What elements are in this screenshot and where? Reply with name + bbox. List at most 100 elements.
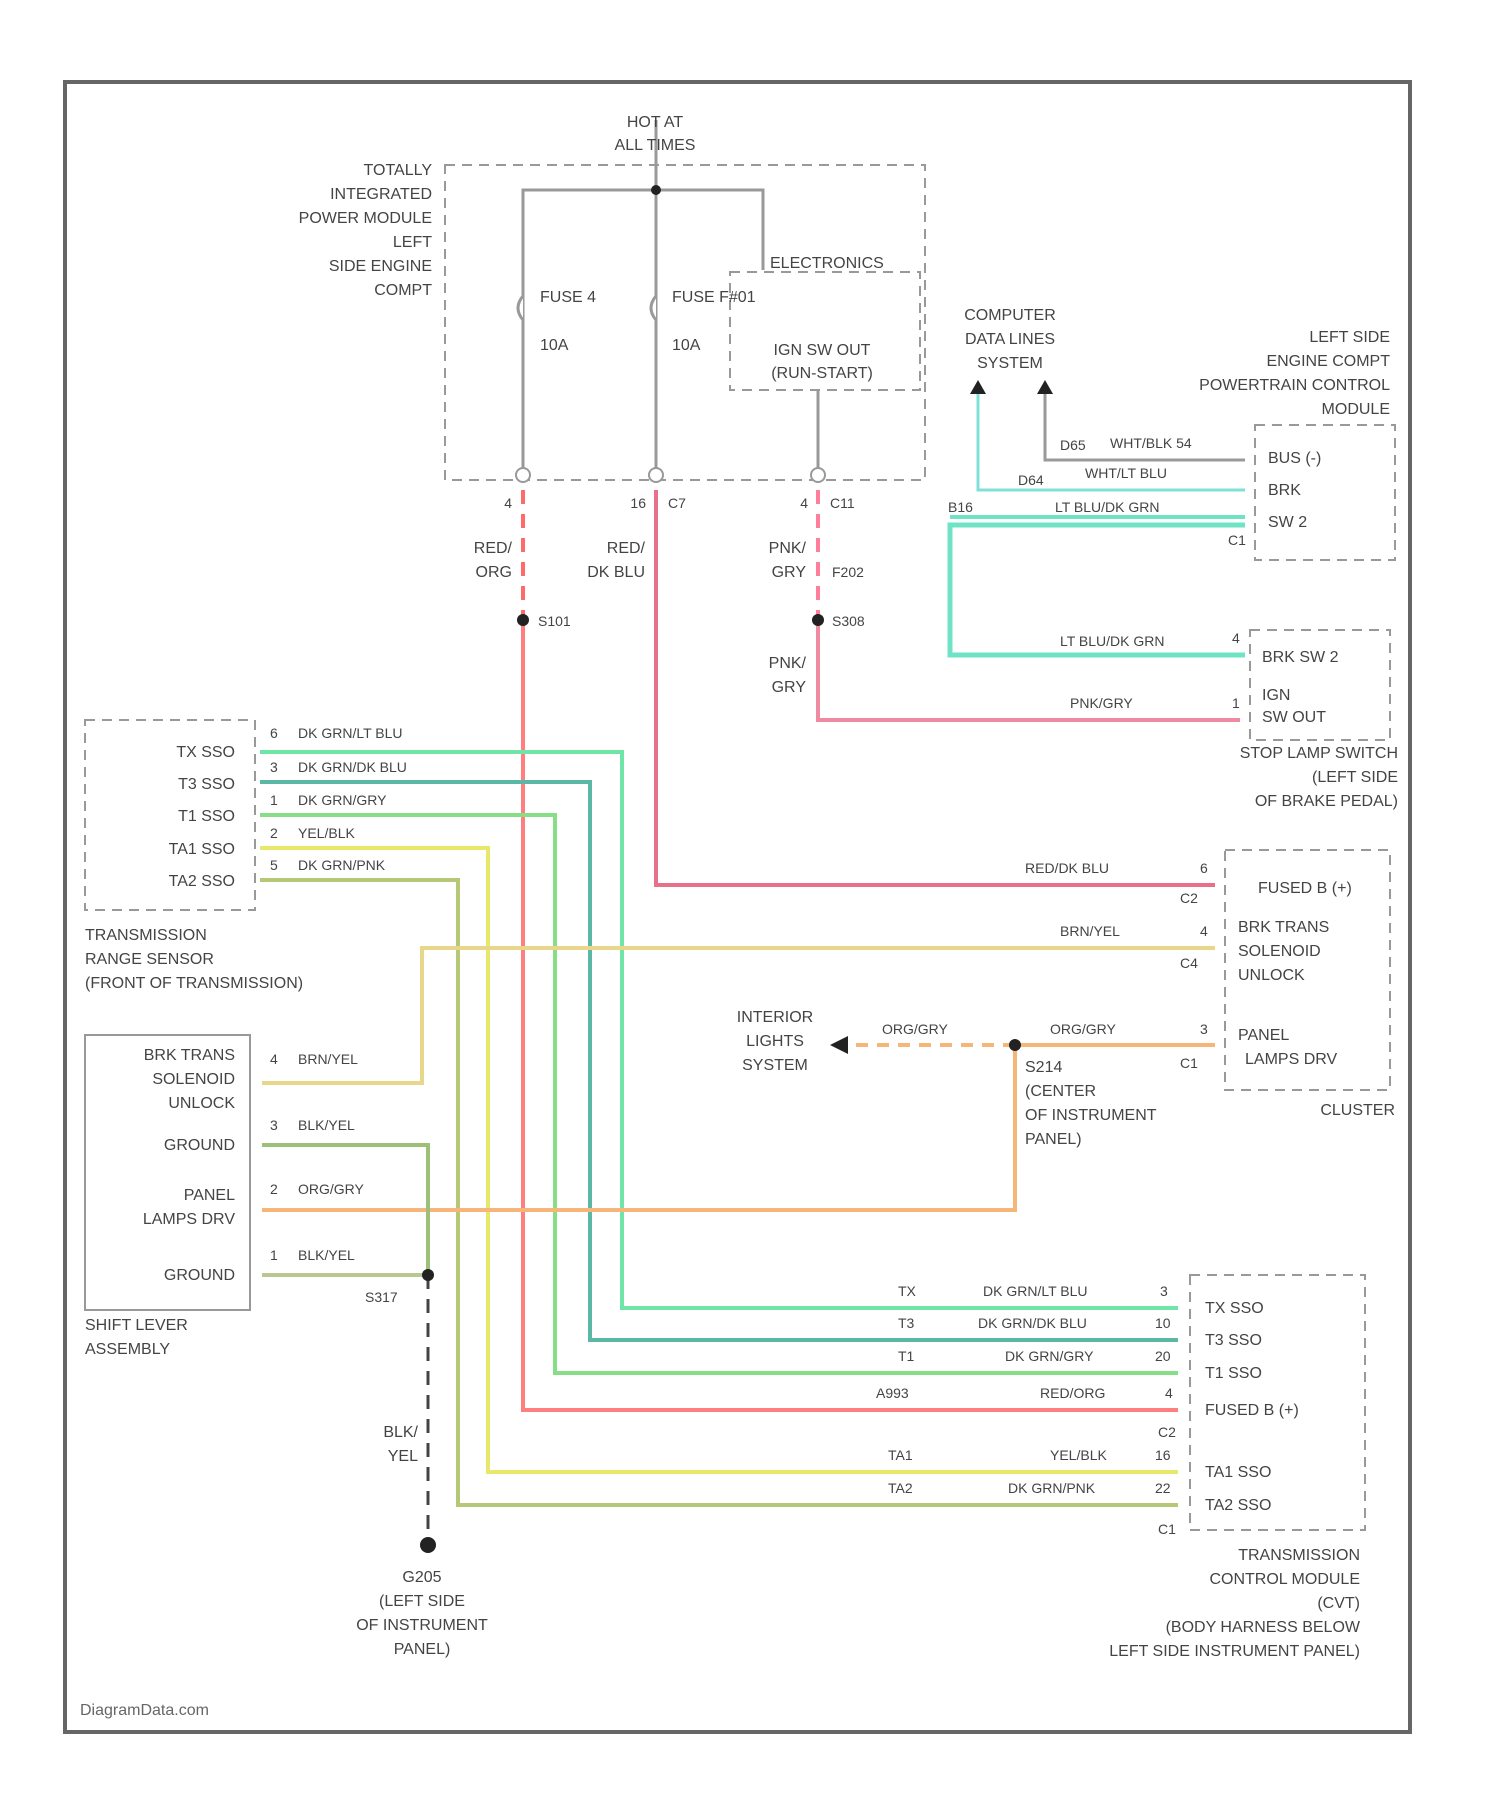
tcm-w2-color: DK GRN/DK BLU	[978, 1315, 1087, 1331]
stop-lamp-label-2: (LEFT SIDE	[1312, 769, 1398, 786]
tcm-pin-fused: FUSED B (+)	[1205, 1402, 1299, 1419]
cluster-pin-brk-1: BRK TRANS	[1238, 919, 1329, 936]
pcm-w1-color: WHT/BLK 54	[1110, 435, 1192, 451]
computer-data-l3: SYSTEM	[977, 355, 1043, 372]
cluster-conn-3: C1	[1180, 1055, 1198, 1071]
pcm-w2-code: D64	[1018, 472, 1044, 488]
tipm-pin-2-conn: C7	[668, 495, 686, 511]
pcm-pin-bus: BUS (-)	[1268, 450, 1321, 467]
pcm-w1-code: D65	[1060, 437, 1086, 453]
cluster-pin-brk-3: UNLOCK	[1238, 967, 1305, 984]
cluster-pin-brk-2: SOLENOID	[1238, 943, 1321, 960]
tcm-w3-pin: 20	[1155, 1348, 1171, 1364]
tipm-box	[445, 165, 925, 480]
tcm-w6-code: TA2	[888, 1480, 913, 1496]
shift-pin-panel-1: PANEL	[184, 1187, 235, 1204]
cluster-conn-1: C2	[1180, 890, 1198, 906]
trs-w3-color: DK GRN/GRY	[298, 792, 387, 808]
splice-s317	[422, 1269, 434, 1281]
trs-w2-color: DK GRN/DK BLU	[298, 759, 407, 775]
tcm-label-5: LEFT SIDE INSTRUMENT PANEL)	[1109, 1643, 1360, 1660]
shift-lever-label-1: SHIFT LEVER	[85, 1317, 188, 1334]
tipm-pin-3-label: 4	[800, 495, 808, 511]
tipm-pin-1	[516, 468, 530, 482]
tcm-w6-pin: 22	[1155, 1480, 1171, 1496]
cluster-w3-color: ORG/GRY	[1050, 1021, 1117, 1037]
tcm-conn-lower: C1	[1158, 1521, 1176, 1537]
ign-out-l2: (RUN-START)	[771, 365, 873, 382]
shift-pin-brk-3: UNLOCK	[168, 1095, 235, 1112]
trs-w2-pin: 3	[270, 759, 278, 775]
ign-out-l1: IGN SW OUT	[774, 342, 871, 359]
tipm-label-1: TOTALLY	[364, 162, 433, 179]
splice-f202-label: F202	[832, 564, 864, 580]
electronics-label: ELECTRONICS	[770, 255, 884, 272]
pcm-w3-color: LT BLU/DK GRN	[1055, 499, 1160, 515]
fuse-4-rating: 10A	[540, 337, 569, 354]
pcm-label-1: LEFT SIDE	[1309, 329, 1390, 346]
cluster-w2-color: BRN/YEL	[1060, 923, 1120, 939]
ground-label-1: G205	[402, 1569, 441, 1586]
s214-label-2: (CENTER	[1025, 1083, 1096, 1100]
pcm-label-4: MODULE	[1322, 401, 1390, 418]
splice-s308-label: S308	[832, 613, 865, 629]
splice-s308	[812, 614, 824, 626]
s214-label-1: S214	[1025, 1059, 1062, 1076]
pcm-w2-color: WHT/LT BLU	[1085, 465, 1167, 481]
ground-label-3: OF INSTRUMENT	[356, 1617, 488, 1634]
fuse-1-rating: 10A	[672, 337, 701, 354]
tcm-conn-upper: C2	[1158, 1424, 1176, 1440]
shift-w4-color: BLK/YEL	[298, 1247, 355, 1263]
tcm-pin-ta1: TA1 SSO	[1205, 1464, 1271, 1481]
trs-label-3: (FRONT OF TRANSMISSION)	[85, 975, 303, 992]
pcm-pin-sw2: SW 2	[1268, 514, 1307, 531]
data-line-arrow-1	[970, 380, 986, 394]
wire-red-org-l2: ORG	[476, 564, 512, 581]
trs-pin-ta2: TA2 SSO	[169, 873, 235, 890]
cluster-w3-pin: 3	[1200, 1021, 1208, 1037]
trs-w3-pin: 1	[270, 792, 278, 808]
fuse-4-name: FUSE 4	[540, 289, 596, 306]
splice-s101-label: S101	[538, 613, 571, 629]
tipm-bus-left	[523, 190, 763, 470]
interior-label-3: SYSTEM	[742, 1057, 808, 1074]
trs-label-2: RANGE SENSOR	[85, 951, 214, 968]
tcm-w4-pin: 4	[1165, 1385, 1173, 1401]
tcm-pin-t1: T1 SSO	[1205, 1365, 1262, 1382]
ground-label-2: (LEFT SIDE	[379, 1593, 465, 1610]
wire-red-dkblu-l1: RED/	[607, 540, 646, 557]
pcm-pin-brk: BRK	[1268, 482, 1301, 499]
tcm-w1-pin: 3	[1160, 1283, 1168, 1299]
trs-w1-color: DK GRN/LT BLU	[298, 725, 403, 741]
wire-red-org-l1: RED/	[474, 540, 513, 557]
tipm-label-6: COMPT	[374, 282, 432, 299]
shift-w3-pin: 2	[270, 1181, 278, 1197]
s214-label-4: PANEL)	[1025, 1131, 1082, 1148]
tcm-w4-code: A993	[876, 1385, 909, 1401]
shift-pin-brk-2: SOLENOID	[152, 1071, 235, 1088]
cluster-conn-2: C4	[1180, 955, 1198, 971]
shift-w1-color: BRN/YEL	[298, 1051, 358, 1067]
stop-lamp-w1-color: LT BLU/DK GRN	[1060, 633, 1165, 649]
splice-s101	[517, 614, 529, 626]
stop-lamp-pin-2: IGN	[1262, 687, 1290, 704]
power-source-l2: ALL TIMES	[615, 137, 696, 154]
diagram-frame	[65, 82, 1410, 1732]
credit-text: DiagramData.com	[80, 1702, 209, 1719]
shift-pin-panel-2: LAMPS DRV	[143, 1211, 236, 1228]
tcm-label-1: TRANSMISSION	[1238, 1547, 1360, 1564]
tipm-pin-2-label: 16	[630, 495, 646, 511]
tcm-w4-color: RED/ORG	[1040, 1385, 1105, 1401]
interior-wire-color: ORG/GRY	[882, 1021, 949, 1037]
wire-pnk-gry-upper-l1: PNK/	[769, 540, 807, 557]
tipm-splice	[651, 185, 661, 195]
tipm-label-2: INTEGRATED	[330, 186, 432, 203]
s317-label: S317	[365, 1289, 398, 1305]
trs-w5-color: DK GRN/PNK	[298, 857, 386, 873]
wire-ta1-sso	[260, 848, 1178, 1472]
tcm-pin-t3: T3 SSO	[1205, 1332, 1262, 1349]
shift-w2-color: BLK/YEL	[298, 1117, 355, 1133]
wire-pnk-gry-upper-l2: GRY	[772, 564, 807, 581]
stop-lamp-label-3: OF BRAKE PEDAL)	[1255, 793, 1398, 810]
